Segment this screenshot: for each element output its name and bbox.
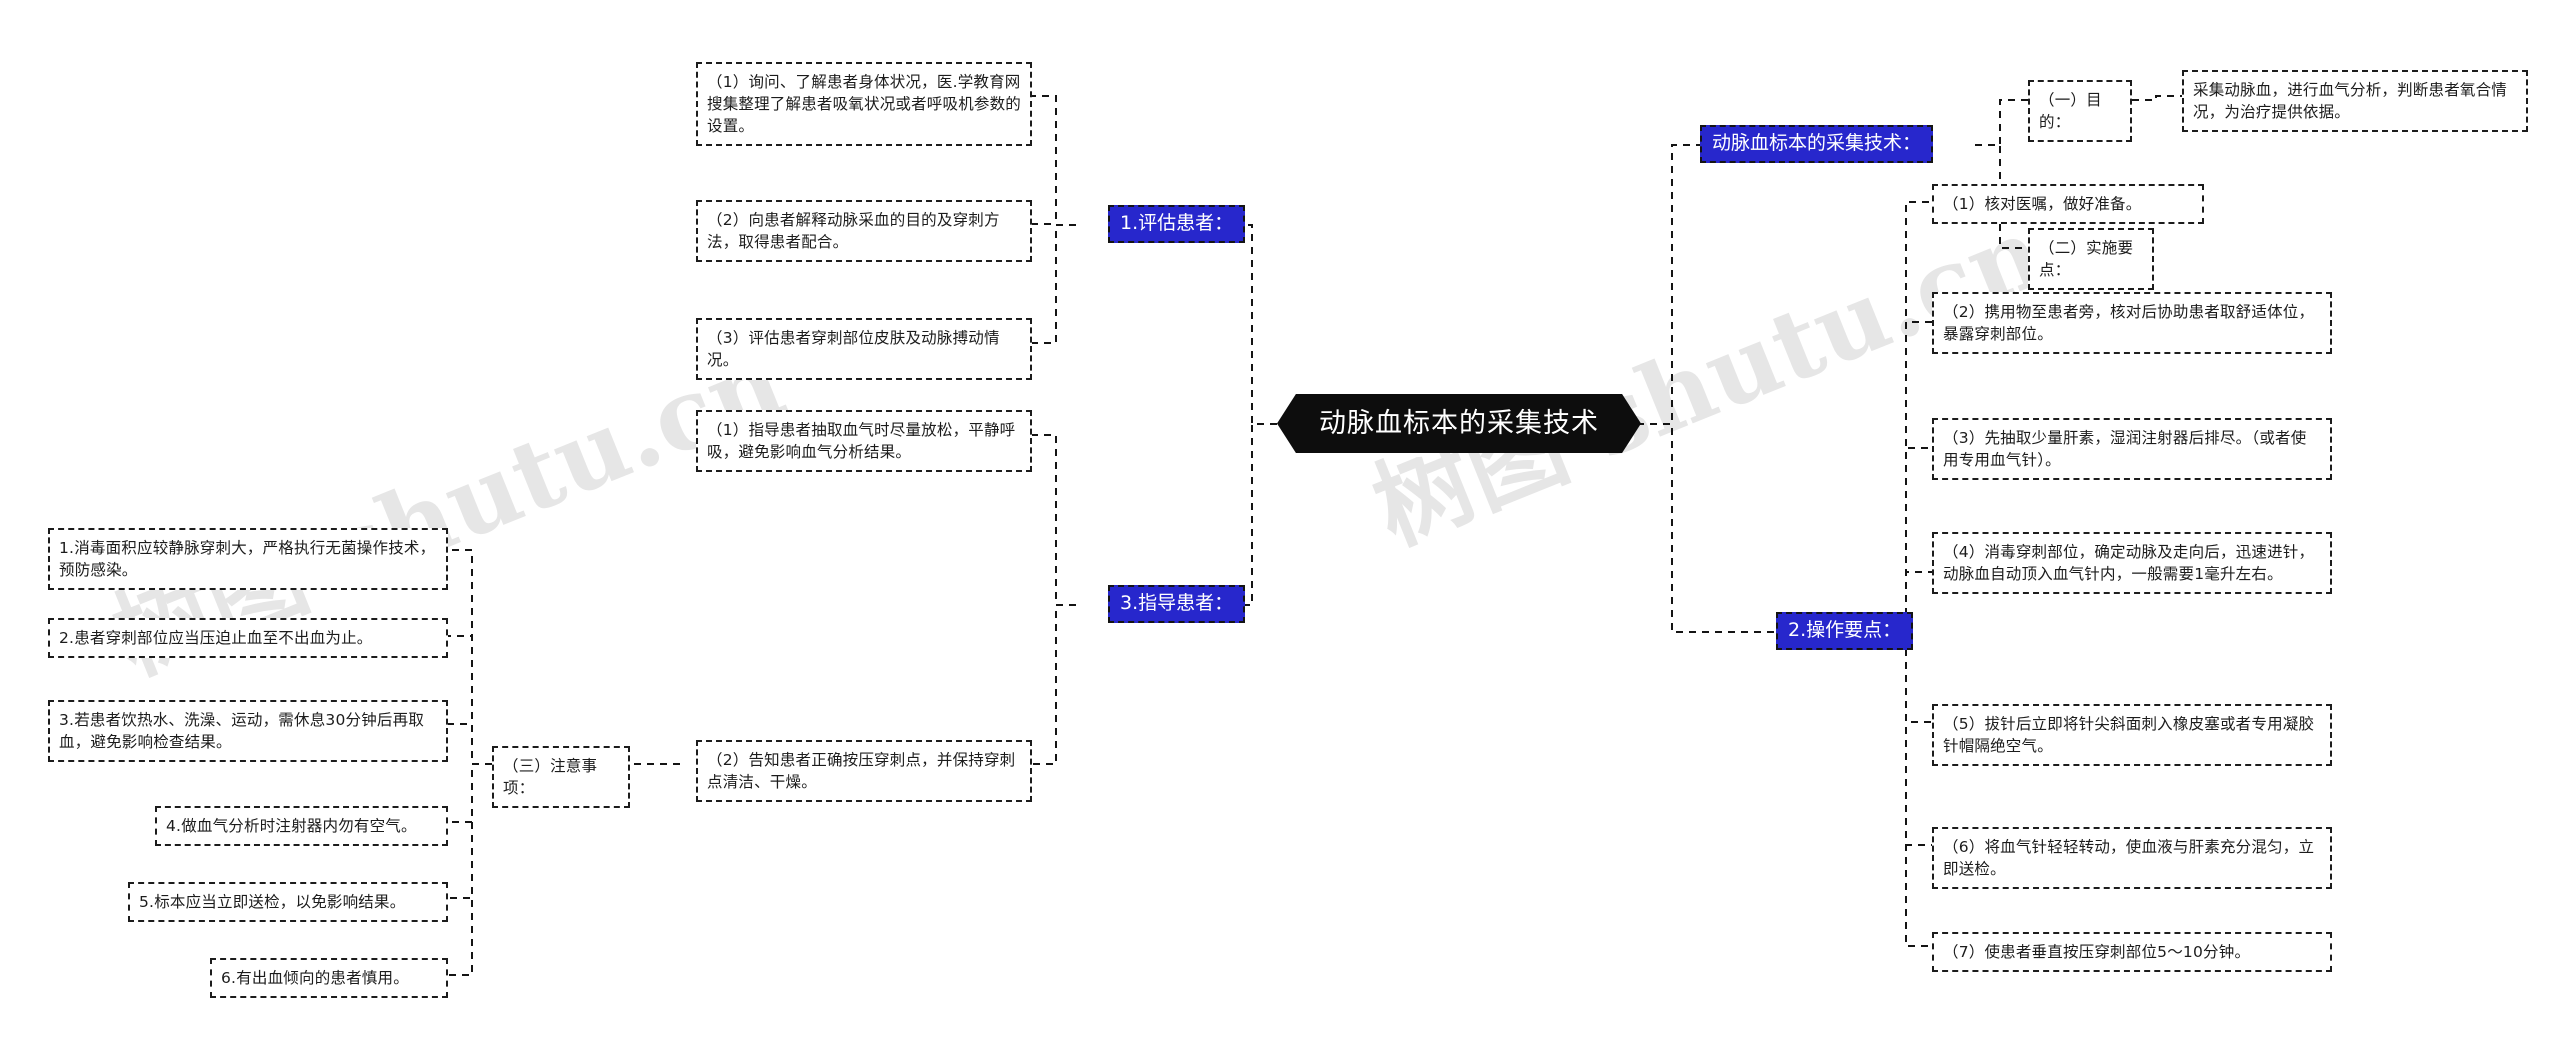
guide-item-1[interactable]: （1）指导患者抽取血气时尽量放松，平静呼吸，避免影响血气分析结果。 (696, 410, 1032, 472)
operation-item-2[interactable]: （2）携用物至患者旁，核对后协助患者取舒适体位，暴露穿刺部位。 (1932, 292, 2332, 354)
note-item-5[interactable]: 5.标本应当立即送检，以免影响结果。 (128, 882, 448, 922)
assess-item-2[interactable]: （2）向患者解释动脉采血的目的及穿刺方法，取得患者配合。 (696, 200, 1032, 262)
notes-label[interactable]: （三）注意事项： (492, 746, 630, 808)
right-top-child-purpose[interactable]: （一）目的： (2028, 80, 2132, 142)
operation-item-5[interactable]: （5）拔针后立即将针尖斜面刺入橡皮塞或者专用凝胶针帽隔绝空气。 (1932, 704, 2332, 766)
note-item-2[interactable]: 2.患者穿刺部位应当压迫止血至不出血为止。 (48, 618, 448, 658)
watermark-right: 树图 shutu.cn (1358, 194, 2060, 568)
operation-item-1[interactable]: （1）核对医嘱，做好准备。 (1932, 184, 2204, 224)
branch-guide-label[interactable]: 3.指导患者： (1108, 585, 1246, 623)
operation-item-4[interactable]: （4）消毒穿刺部位，确定动脉及走向后，迅速进针，动脉血自动顶入血气针内，一般需要… (1932, 532, 2332, 594)
note-item-3[interactable]: 3.若患者饮热水、洗澡、运动，需休息30分钟后再取血，避免影响检查结果。 (48, 700, 448, 762)
operation-item-6[interactable]: （6）将血气针轻轻转动，使血液与肝素充分混匀，立即送检。 (1932, 827, 2332, 889)
assess-item-3[interactable]: （3）评估患者穿刺部位皮肤及动脉搏动情况。 (696, 318, 1032, 380)
right-top-child-purpose-detail[interactable]: 采集动脉血，进行血气分析，判断患者氧合情况，为治疗提供依据。 (2182, 70, 2528, 132)
branch-assess-label[interactable]: 1.评估患者： (1108, 205, 1246, 243)
branch-operation-label[interactable]: 2.操作要点： (1776, 612, 1914, 650)
assess-item-1[interactable]: （1）询问、了解患者身体状况，医.学教育网搜集整理了解患者吸氧状况或者呼吸机参数… (696, 62, 1032, 146)
note-item-6[interactable]: 6.有出血倾向的患者慎用。 (210, 958, 448, 998)
note-item-4[interactable]: 4.做血气分析时注射器内勿有空气。 (155, 806, 448, 846)
operation-item-3[interactable]: （3）先抽取少量肝素，湿润注射器后排尽。（或者使用专用血气针）。 (1932, 418, 2332, 480)
root-node[interactable]: 动脉血标本的采集技术 (1277, 394, 1641, 453)
note-item-1[interactable]: 1.消毒面积应较静脉穿刺大，严格执行无菌操作技术，预防感染。 (48, 528, 448, 590)
operation-item-7[interactable]: （7）使患者垂直按压穿刺部位5～10分钟。 (1932, 932, 2332, 972)
branch-right-top-label[interactable]: 动脉血标本的采集技术： (1700, 125, 1934, 163)
guide-item-2[interactable]: （2）告知患者正确按压穿刺点，并保持穿刺点清洁、干燥。 (696, 740, 1032, 802)
right-top-child-key-points[interactable]: （二）实施要点： (2028, 228, 2154, 290)
